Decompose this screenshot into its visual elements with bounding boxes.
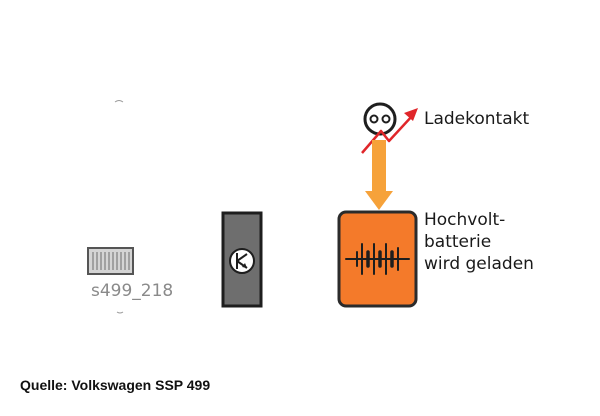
contact-arrow: [361, 108, 418, 154]
transistor-module: [221, 211, 263, 308]
module-icon: [87, 247, 134, 275]
battery-label-line: Hochvolt-: [424, 210, 506, 230]
charge-contact-label: Ladekontakt: [424, 109, 530, 129]
battery-label-line: wird geladen: [424, 254, 534, 274]
battery-cells-icon: [345, 243, 410, 275]
charge-plug-icon: [363, 102, 397, 136]
transistor-icon: [229, 248, 255, 274]
figure-code: s499_218: [91, 281, 174, 301]
stray-mark: [116, 311, 124, 314]
battery-label-line: batterie: [424, 232, 492, 252]
charge-flow-arrow: [365, 140, 393, 210]
hv-battery: [337, 210, 418, 308]
source-caption: Quelle: Volkswagen SSP 499: [20, 377, 211, 393]
battery-label: Hochvolt- batterie wird geladen: [424, 209, 574, 275]
stray-mark: [114, 100, 124, 103]
